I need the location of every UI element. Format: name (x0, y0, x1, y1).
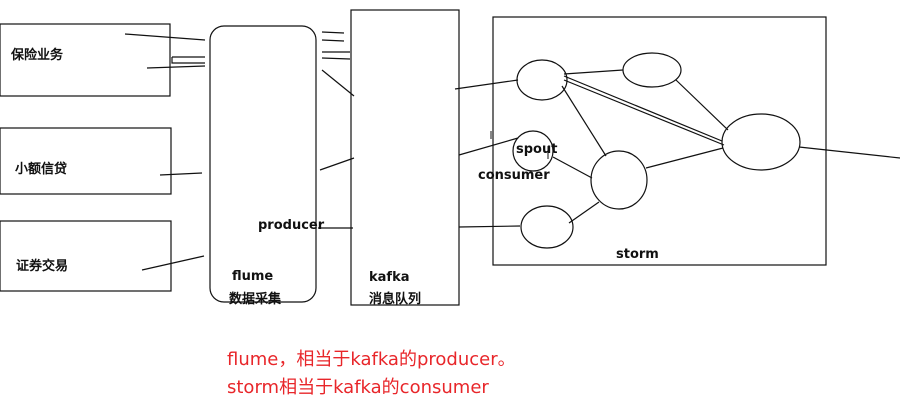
spout-node-top (516, 59, 568, 101)
edge-kafka-spout-top (454, 79, 519, 90)
source-label-microcredit: 小额信贷 (15, 162, 68, 177)
source-box-securities (0, 220, 172, 292)
edge-flume-kafka-2 (321, 39, 345, 42)
edge-storm-out (798, 146, 900, 159)
source-label-insurance: 保险业务 (11, 48, 64, 63)
source-label-securities: 证券交易 (16, 259, 69, 274)
edge-kafka-spout-bottom (458, 225, 521, 228)
flume-name: flume (232, 269, 274, 284)
kafka-box (350, 9, 460, 306)
edge-insurance-flume-1 (124, 33, 206, 41)
edge-securities-flume (141, 255, 205, 271)
edge-storm-5 (675, 79, 729, 131)
kafka-sub: 消息队列 (369, 292, 422, 307)
edge-microcredit-flume (159, 172, 203, 176)
edge-storm-2 (563, 75, 723, 142)
edge-kafka-spout-mid (458, 137, 519, 156)
spout-node-bottom (520, 205, 574, 249)
source-box-insurance (0, 23, 171, 97)
kafka-name: kafka (369, 270, 410, 285)
edge-insurance-flume-2 (146, 65, 206, 69)
edge-storm-7 (568, 201, 600, 224)
flume-box (209, 25, 317, 303)
producer-label: producer (258, 218, 325, 233)
edge-flume-kafka-1 (321, 31, 345, 34)
edge-flume-kafka-4 (321, 57, 351, 60)
storm-label: storm (616, 247, 659, 262)
bolt-node-right (721, 113, 801, 171)
edge-flume-kafka-6 (319, 157, 355, 171)
note-line-2: storm相当于kafka的consumer (227, 377, 489, 398)
edge-storm-1 (563, 69, 624, 75)
flume-sub: 数据采集 (229, 292, 282, 307)
edge-flume-kafka-5 (321, 69, 355, 97)
spout-node-mid (512, 130, 554, 172)
spout-label: spout (516, 142, 558, 157)
bolt-node-top (622, 52, 682, 88)
edge-storm-4 (561, 85, 607, 157)
storm-box (492, 16, 827, 266)
bolt-node-mid (590, 150, 648, 210)
edge-insurance-flume-3 (171, 57, 205, 64)
edge-storm-6 (552, 156, 593, 179)
consumer-label: consumer (478, 168, 550, 183)
edge-storm-3 (563, 79, 725, 146)
edge-storm-8 (645, 147, 724, 169)
source-box-microcredit (0, 127, 172, 195)
note-line-1: flume，相当于kafka的producer。 (227, 349, 516, 370)
